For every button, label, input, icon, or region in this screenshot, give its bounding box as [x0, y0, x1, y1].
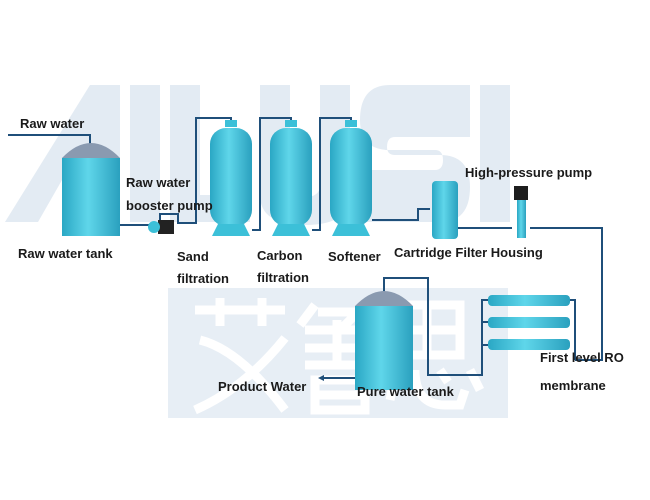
label-product-water: Product Water: [218, 379, 307, 394]
label-carbon-1: Carbon: [257, 248, 303, 263]
label-hp-pump: High-pressure pump: [465, 165, 593, 180]
cartridge-filter: [432, 181, 458, 239]
label-ro-1: First level RO: [540, 350, 624, 365]
label-pure-tank: Pure water tank: [357, 384, 454, 399]
booster-pump: [148, 220, 174, 234]
label-booster-pump-2: booster pump: [126, 198, 213, 213]
pure-water-tank: [355, 291, 413, 390]
high-pressure-pump: [514, 186, 528, 238]
raw-water-tank: [62, 143, 120, 236]
label-booster-pump-1: Raw water: [126, 175, 191, 190]
vessels: [210, 120, 372, 236]
label-raw-water-tank: Raw water tank: [18, 246, 113, 261]
label-raw-water: Raw water: [20, 116, 85, 131]
label-carbon-2: filtration: [257, 270, 309, 285]
label-ro-2: membrane: [540, 378, 606, 393]
label-sand-2: filtration: [177, 271, 229, 286]
label-sand-1: Sand: [177, 249, 209, 264]
ro-membranes: [488, 295, 570, 350]
label-cartridge: Cartridge Filter Housing: [394, 245, 543, 260]
label-softener: Softener: [328, 249, 381, 264]
